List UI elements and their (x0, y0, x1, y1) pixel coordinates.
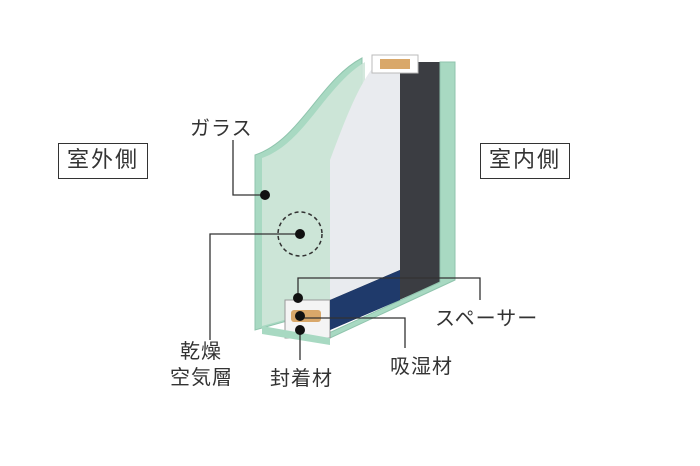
leader-glass (232, 140, 265, 196)
leader-lines (209, 140, 481, 360)
dry-air-marker (277, 211, 323, 257)
glass-label: ガラス (190, 116, 253, 140)
spacer-blue-edge (330, 270, 400, 330)
dot-dry-air (295, 229, 305, 239)
dot-spacer (293, 293, 303, 303)
air-gap (330, 62, 420, 300)
base-strip (262, 326, 330, 345)
sealant-label: 封着材 (270, 366, 333, 390)
dot-sealant (295, 325, 305, 335)
leader-spacer (297, 277, 481, 300)
inner-frame (330, 62, 445, 330)
dot-glass (260, 190, 270, 200)
desiccant-label: 吸湿材 (390, 354, 453, 378)
top-desiccant (380, 59, 410, 69)
leader-dry-air (209, 233, 300, 340)
indoor-label: 室内側 (480, 143, 571, 180)
leader-dots (260, 190, 305, 335)
leader-desiccant (300, 317, 406, 348)
dry-air-label-line1: 乾燥 (180, 339, 222, 363)
spacer-label: スペーサー (435, 306, 539, 330)
dry-air-label-line2: 空気層 (170, 365, 233, 389)
dot-desiccant (295, 311, 305, 321)
outdoor-label: 室外側 (58, 143, 149, 180)
